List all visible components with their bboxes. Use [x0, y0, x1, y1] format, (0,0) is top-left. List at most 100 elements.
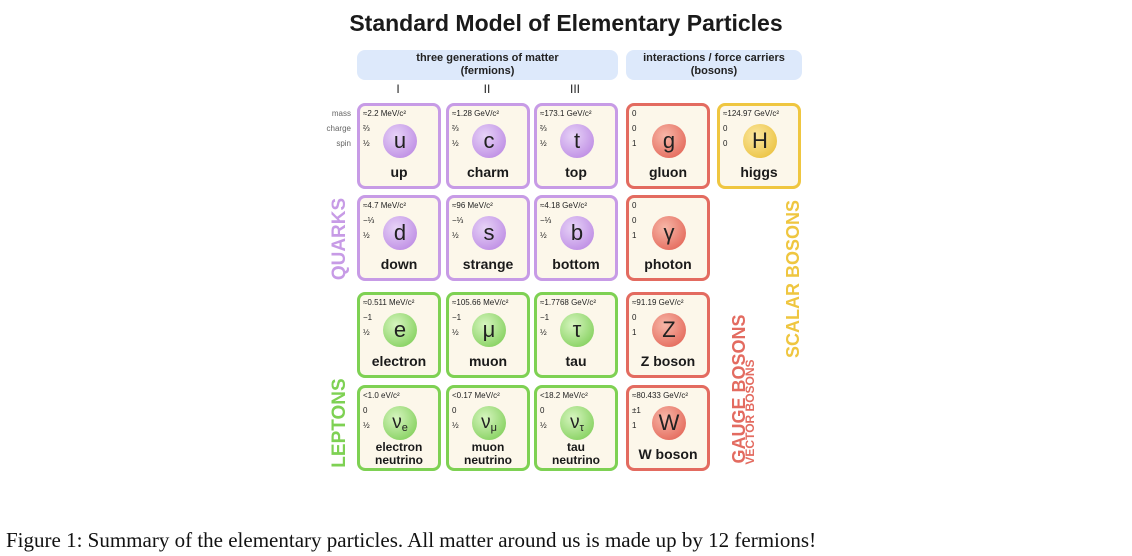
- spin-value: 1: [632, 328, 637, 337]
- forces-band-line2: (bosons): [690, 65, 738, 77]
- particle-symbol: τ: [560, 313, 594, 347]
- spin-value: ½: [452, 231, 459, 240]
- mass-value: ≈0.511 MeV/c²: [363, 298, 415, 307]
- particle-card-top: ≈173.1 GeV/c² ⅔ ½ t top: [534, 103, 618, 189]
- particle-name: Z boson: [640, 353, 696, 369]
- particle-name: tau: [565, 353, 587, 369]
- mass-value: ≈2.2 MeV/c²: [363, 109, 407, 118]
- spin-value: ½: [452, 139, 459, 148]
- spin-value: ½: [363, 328, 370, 337]
- symbol-main: ν: [481, 412, 491, 433]
- mass-value: ≈4.7 MeV/c²: [363, 201, 407, 210]
- spin-value: ½: [540, 421, 547, 430]
- charge-value: 0: [540, 406, 545, 415]
- mass-value: ≈96 MeV/c²: [452, 201, 493, 210]
- particle-card-charm: ≈1.28 GeV/c² ⅔ ½ c charm: [446, 103, 530, 189]
- mass-row-label: mass: [331, 109, 351, 118]
- particle-name: muon neutrino: [449, 441, 527, 467]
- spin-value: 1: [632, 421, 637, 430]
- spin-value: ½: [452, 421, 459, 430]
- charge-row-label: charge: [326, 124, 351, 133]
- particle-name-line1: tau: [567, 440, 585, 454]
- mass-value: ≈1.7768 GeV/c²: [540, 298, 596, 307]
- mass-value: <1.0 eV/c²: [363, 391, 400, 400]
- spin-value: ½: [452, 328, 459, 337]
- symbol-main: ν: [570, 412, 580, 433]
- generation-label-3: III: [569, 82, 580, 96]
- spin-value: 1: [632, 231, 637, 240]
- particle-symbol: d: [383, 216, 417, 250]
- particle-card-down: ≈4.7 MeV/c² −⅓ ½ d down: [357, 195, 441, 281]
- particle-name-line1: muon: [471, 440, 505, 454]
- particle-name: up: [390, 164, 408, 180]
- particle-symbol: u: [383, 124, 417, 158]
- mass-value: 0: [632, 201, 637, 210]
- particle-name: electron neutrino: [360, 441, 438, 467]
- particle-name: W boson: [638, 446, 698, 462]
- particle-card-photon: 0 0 1 γ photon: [626, 195, 710, 281]
- particle-card-gluon: 0 0 1 g gluon: [626, 103, 710, 189]
- particle-card-z-boson: ≈91.19 GeV/c² 0 1 Z Z boson: [626, 292, 710, 378]
- particle-name: bottom: [552, 256, 600, 272]
- particle-symbol: H: [743, 124, 777, 158]
- charge-value: ⅔: [363, 124, 370, 133]
- particle-symbol: b: [560, 216, 594, 250]
- particle-name-line2: neutrino: [375, 453, 423, 467]
- leptons-label: LEPTONS: [329, 378, 350, 468]
- particle-symbol: t: [560, 124, 594, 158]
- charge-value: ⅔: [540, 124, 547, 133]
- particle-name: top: [565, 164, 587, 180]
- particle-card-tau-neutrino: <18.2 MeV/c² 0 ½ ντ tau neutrino: [534, 385, 618, 471]
- symbol-subscript: e: [401, 422, 408, 434]
- particle-symbol: e: [383, 313, 417, 347]
- particle-name: gluon: [648, 164, 688, 180]
- particle-card-tau: ≈1.7768 GeV/c² −1 ½ τ tau: [534, 292, 618, 378]
- particle-symbol: νe: [383, 406, 417, 440]
- figure-caption: Figure 1: Summary of the elementary part…: [6, 528, 817, 552]
- particle-card-muon: ≈105.66 MeV/c² −1 ½ μ muon: [446, 292, 530, 378]
- particle-symbol: s: [472, 216, 506, 250]
- spin-value: ½: [540, 328, 547, 337]
- particle-card-strange: ≈96 MeV/c² −⅓ ½ s strange: [446, 195, 530, 281]
- charge-value: −⅓: [540, 216, 552, 225]
- mass-value: <0.17 MeV/c²: [452, 391, 500, 400]
- mass-value: ≈4.18 GeV/c²: [540, 201, 588, 210]
- particle-symbol: g: [652, 124, 686, 158]
- quarks-label: QUARKS: [329, 197, 350, 281]
- particle-symbol: γ: [652, 216, 686, 250]
- particle-symbol: μ: [472, 313, 506, 347]
- charge-value: 0: [632, 313, 637, 322]
- charge-value: −1: [363, 313, 373, 322]
- symbol-main: ν: [392, 412, 402, 433]
- particle-name: electron: [371, 353, 427, 369]
- charge-value: 0: [452, 406, 457, 415]
- spin-value: ½: [363, 421, 370, 430]
- matter-band: three generations of matter (fermions): [357, 50, 618, 80]
- symbol-subscript: τ: [579, 422, 584, 434]
- mass-value: ≈91.19 GeV/c²: [632, 298, 684, 307]
- charge-value: −⅓: [452, 216, 464, 225]
- mass-value: ≈1.28 GeV/c²: [452, 109, 500, 118]
- particle-name: muon: [468, 353, 508, 369]
- mass-value: ≈80.433 GeV/c²: [632, 391, 688, 400]
- forces-band-line1: interactions / force carriers: [643, 52, 785, 64]
- spin-row-label: spin: [336, 139, 351, 148]
- mass-value: ≈105.66 MeV/c²: [452, 298, 509, 307]
- particle-card-up: ≈2.2 MeV/c² ⅔ ½ u up: [357, 103, 441, 189]
- particle-name: strange: [462, 256, 514, 272]
- charge-value: ⅔: [452, 124, 459, 133]
- symbol-subscript: μ: [490, 422, 497, 434]
- particle-name: charm: [466, 164, 510, 180]
- particle-card-w-boson: ≈80.433 GeV/c² ±1 1 W W boson: [626, 385, 710, 471]
- diagram-title: Standard Model of Elementary Particles: [349, 10, 783, 36]
- charge-value: 0: [363, 406, 368, 415]
- charge-value: 0: [723, 124, 728, 133]
- particle-symbol: Z: [652, 313, 686, 347]
- charge-value: −⅓: [363, 216, 375, 225]
- particle-card-electron-neutrino: <1.0 eV/c² 0 ½ νe electron neutrino: [357, 385, 441, 471]
- charge-value: ±1: [632, 406, 641, 415]
- particle-name-line2: neutrino: [464, 453, 512, 467]
- vector-bosons-label: VECTOR BOSONS: [743, 359, 757, 465]
- matter-band-line1: three generations of matter: [416, 52, 559, 64]
- mass-value: ≈173.1 GeV/c²: [540, 109, 592, 118]
